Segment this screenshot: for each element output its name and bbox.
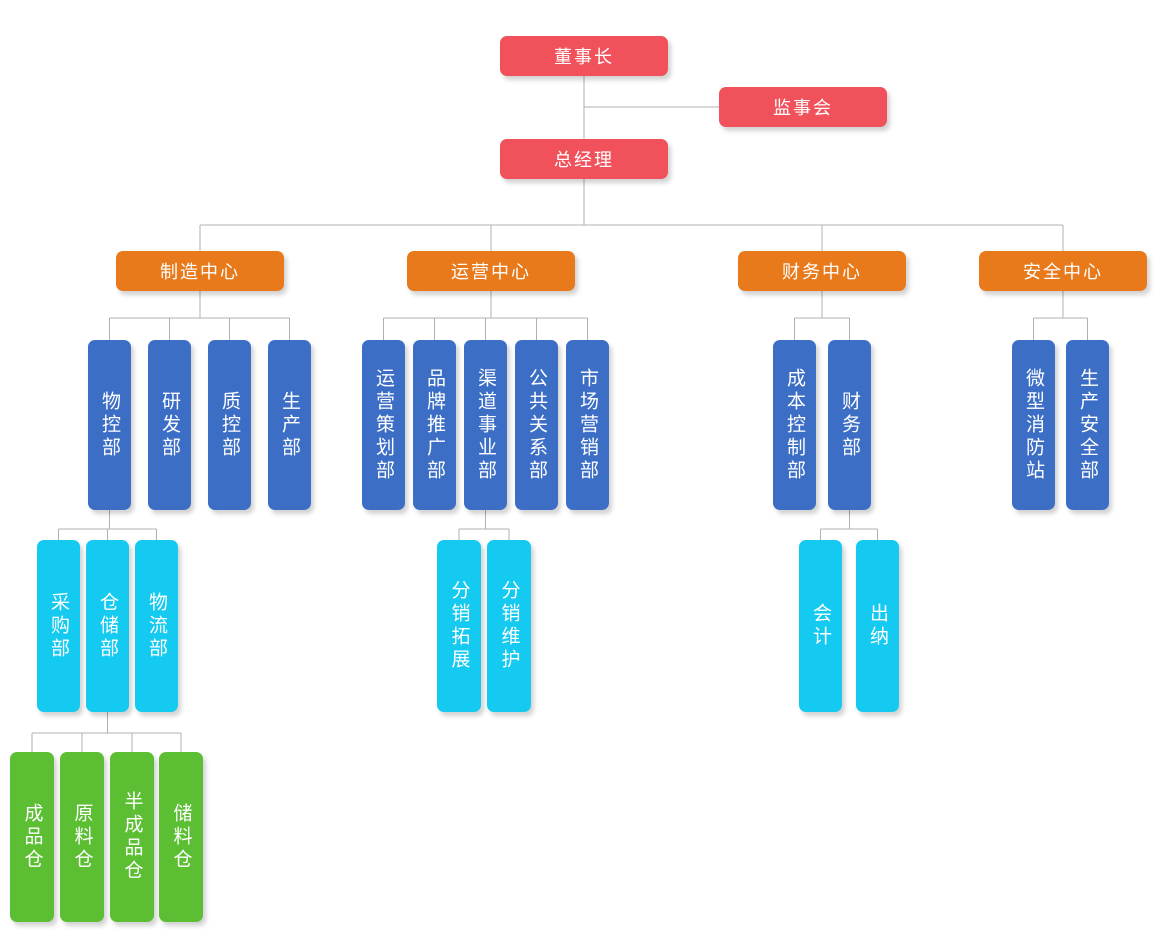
node-supervisory-board: 监事会 [719,87,887,127]
node-dept-brand-promotion: 品牌推广部 [413,340,456,510]
node-dept-cost-control: 成本控制部 [773,340,816,510]
node-center-finance: 财务中心 [738,251,906,291]
node-center-operations: 运营中心 [407,251,575,291]
node-center-manufacturing: 制造中心 [116,251,284,291]
node-team-distribution-maintenance: 分销维护 [487,540,531,712]
node-dept-marketing: 市场营销部 [566,340,609,510]
node-dept-micro-fire-station: 微型消防站 [1012,340,1055,510]
node-dept-production: 生产部 [268,340,311,510]
node-team-logistics: 物流部 [135,540,178,712]
node-team-accounting: 会计 [799,540,842,712]
node-dept-public-relations: 公共关系部 [515,340,558,510]
node-dept-quality-control: 质控部 [208,340,251,510]
node-general-manager: 总经理 [500,139,668,179]
node-center-safety: 安全中心 [979,251,1147,291]
node-dept-finance: 财务部 [828,340,871,510]
node-dept-material-control: 物控部 [88,340,131,510]
node-team-warehousing: 仓储部 [86,540,129,712]
node-chairman: 董事长 [500,36,668,76]
node-dept-operation-planning: 运营策划部 [362,340,405,510]
node-warehouse-semi-finished: 半成品仓 [110,752,154,922]
node-dept-rnd: 研发部 [148,340,191,510]
node-warehouse-raw-material: 原料仓 [60,752,104,922]
node-team-purchasing: 采购部 [37,540,80,712]
node-team-cashier: 出纳 [856,540,899,712]
node-warehouse-storage: 储料仓 [159,752,203,922]
node-warehouse-finished-goods: 成品仓 [10,752,54,922]
node-team-distribution-expansion: 分销拓展 [437,540,481,712]
node-dept-production-safety: 生产安全部 [1066,340,1109,510]
node-dept-channel-business: 渠道事业部 [464,340,507,510]
